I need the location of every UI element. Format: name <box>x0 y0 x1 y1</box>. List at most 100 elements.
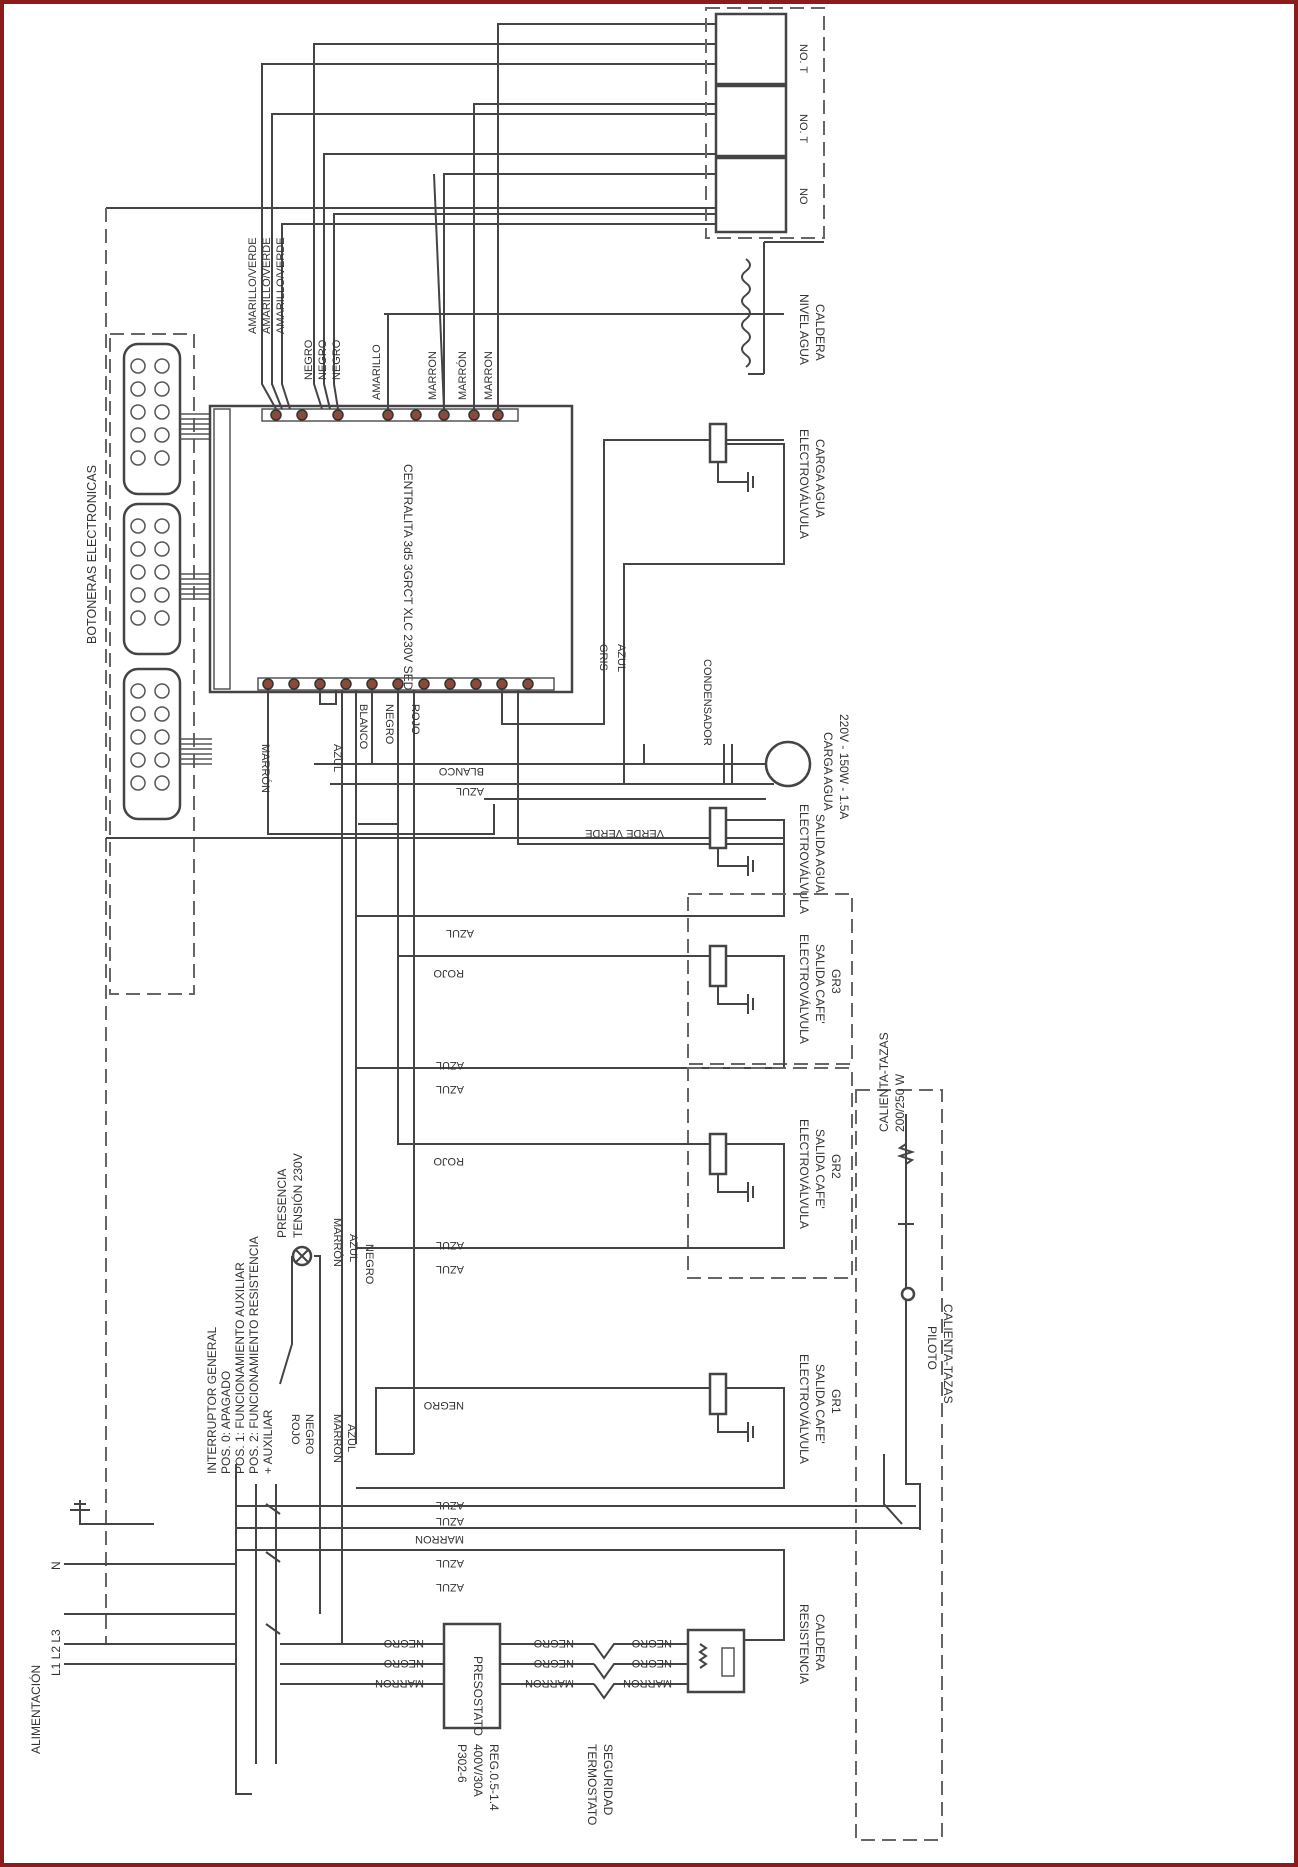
svg-text:ELECTROVÁLVULA: ELECTROVÁLVULA <box>797 804 812 914</box>
svg-text:POS. 0: APAGADO: POS. 0: APAGADO <box>219 1371 233 1474</box>
svg-text:MARRÓN: MARRÓN <box>331 1218 344 1267</box>
svg-text:NEGRO: NEGRO <box>317 339 329 380</box>
valve-gr3: ROJO AZUL AZUL ELECTROVÁLVULA SALIDA CAF… <box>356 934 843 1095</box>
svg-text:GR1: GR1 <box>829 1389 843 1414</box>
svg-text:NEGRO: NEGRO <box>631 1637 672 1649</box>
level-boxes: NO. T NO. T NO <box>714 12 809 234</box>
svg-text:SALIDA CAFE': SALIDA CAFE' <box>813 1129 827 1209</box>
valve-gr1: NEGRO AZUL ELECTROVÁLVULA SALIDA CAFE' G… <box>356 1354 843 1511</box>
svg-text:SALIDA AGUA: SALIDA AGUA <box>813 814 827 893</box>
svg-text:BLANCO: BLANCO <box>438 765 484 777</box>
svg-text:ROJO: ROJO <box>289 1414 301 1445</box>
svg-text:ALIMENTACIÓN: ALIMENTACIÓN <box>28 1665 43 1754</box>
svg-text:AZUL: AZUL <box>436 1083 464 1095</box>
svg-text:NEGRO: NEGRO <box>383 1637 424 1649</box>
svg-text:N: N <box>49 1561 63 1570</box>
svg-text:MARRON: MARRON <box>331 1414 343 1463</box>
svg-text:CALDERA: CALDERA <box>813 304 827 361</box>
svg-text:NO. T: NO. T <box>797 114 809 143</box>
cup-warmer: CALIENTA-TAZAS 200/250 W PILOTO CALIENTA… <box>877 1032 955 1530</box>
svg-text:POS. 1: FUNCIONAMIENTO AUXILIA: POS. 1: FUNCIONAMIENTO AUXILIAR <box>233 1262 247 1474</box>
ground-symbol <box>70 1500 154 1525</box>
valve-salida-agua: VERDE VERDE AZUL ELECTROVÁLVULA SALIDA A… <box>356 804 827 939</box>
svg-text:NEGRO: NEGRO <box>331 339 343 380</box>
controller-top-terminals <box>270 409 504 421</box>
svg-text:AZUL: AZUL <box>436 1515 464 1527</box>
heater: NEGRO NEGRO MARRON RESISTENCIA CALDERA <box>623 1604 827 1694</box>
svg-text:PRESENCIA: PRESENCIA <box>275 1169 289 1238</box>
svg-text:ELECTROVÁLVULA: ELECTROVÁLVULA <box>797 429 812 539</box>
svg-text:NO: NO <box>797 188 809 205</box>
svg-text:ELECTROVÁLVULA: ELECTROVÁLVULA <box>797 1119 812 1229</box>
svg-text:P302-6: P302-6 <box>455 1744 469 1783</box>
svg-text:AMARILLO: AMARILLO <box>371 344 383 400</box>
svg-text:AZUL: AZUL <box>446 927 474 939</box>
pressostat: PRESOSTATO NEGRO NEGRO MARRON NEGRO NEGR… <box>280 1622 594 1811</box>
svg-text:CARGA AGUA: CARGA AGUA <box>821 732 835 811</box>
svg-text:NEGRO: NEGRO <box>631 1657 672 1669</box>
svg-text:INTERRUPTOR GENERAL: INTERRUPTOR GENERAL <box>205 1327 219 1474</box>
level-boxes-dashed <box>705 7 825 239</box>
svg-text:SEGURIDAD: SEGURIDAD <box>601 1744 615 1816</box>
svg-text:400V/30A: 400V/30A <box>471 1744 485 1797</box>
svg-text:ROJO: ROJO <box>433 1155 464 1167</box>
svg-text:AMARILLO/VERDE: AMARILLO/VERDE <box>261 237 273 334</box>
svg-text:200/250 W: 200/250 W <box>893 1073 907 1132</box>
svg-text:SALIDA CAFE': SALIDA CAFE' <box>813 1364 827 1444</box>
svg-text:RESISTENCIA: RESISTENCIA <box>797 1604 811 1684</box>
svg-text:MARRÓN: MARRÓN <box>259 744 272 793</box>
switch-wire-labels: ROJO NEGRO MARRON AZUL MARRÓN AZUL NEGRO <box>289 1218 375 1463</box>
svg-text:NEGRO: NEGRO <box>383 1657 424 1669</box>
svg-text:TERMOSTATO: TERMOSTATO <box>585 1744 599 1825</box>
main-bus <box>236 1505 920 1641</box>
keypads-label: BOTONERAS ELECTRONICAS <box>85 465 99 644</box>
level-probe: NIVEL AGUA CALDERA <box>384 241 827 375</box>
svg-text:MARRON: MARRON <box>483 351 495 400</box>
svg-text:AZUL: AZUL <box>345 1424 357 1452</box>
gr2-dashed <box>687 1067 853 1279</box>
svg-text:CARGA AGUA: CARGA AGUA <box>813 439 827 518</box>
svg-text:ELECTROVÁLVULA: ELECTROVÁLVULA <box>797 1354 812 1464</box>
valve-carga-agua: ELECTROVÁLVULA CARGA AGUA <box>603 422 827 784</box>
pump: GRIS AZUL CONDENSADOR BLANCO AZUL CARGA … <box>314 644 851 819</box>
keypads-dashed-group <box>109 333 195 995</box>
keypad-3 <box>122 667 182 821</box>
top-wire-labels: AMARILLO/VERDE AMARILLO/VERDE AMARILLO/V… <box>247 237 495 400</box>
svg-text:GR3: GR3 <box>829 969 843 994</box>
svg-text:GR2: GR2 <box>829 1154 843 1179</box>
cup-warmer-dashed <box>855 1089 943 1841</box>
svg-text:NEGRO: NEGRO <box>383 704 395 745</box>
svg-text:AZUL: AZUL <box>436 1263 464 1275</box>
controller-bottom-labels: MARRÓN AZUL BLANCO NEGRO ROJO <box>259 704 421 793</box>
controller-box <box>208 404 574 694</box>
svg-text:POS. 2: FUNCIONAMIENTO RESISTE: POS. 2: FUNCIONAMIENTO RESISTENCIA <box>247 1236 261 1474</box>
svg-text:AZUL: AZUL <box>347 1234 359 1262</box>
svg-text:PILOTO: PILOTO <box>925 1326 939 1370</box>
keypad-ribbons <box>180 413 212 765</box>
svg-text:ROJO: ROJO <box>433 967 464 979</box>
svg-text:NEGRO: NEGRO <box>423 1399 464 1411</box>
svg-text:MARRON: MARRON <box>427 351 439 400</box>
svg-text:220V - 150W - 1.5A: 220V - 150W - 1.5A <box>837 714 851 819</box>
svg-text:ELECTROVÁLVULA: ELECTROVÁLVULA <box>797 934 812 1044</box>
svg-text:L1 L2 L3: L1 L2 L3 <box>49 1629 63 1676</box>
svg-text:MARRON: MARRON <box>415 1533 464 1545</box>
svg-text:NEGRO: NEGRO <box>303 1414 315 1455</box>
svg-text:TENSIÓN 230V: TENSIÓN 230V <box>290 1153 305 1238</box>
controller-bottom-terminals <box>262 678 534 690</box>
svg-text:NO. T: NO. T <box>797 44 809 73</box>
svg-text:NEGRO: NEGRO <box>363 1244 375 1285</box>
keypad-2 <box>122 502 182 656</box>
svg-text:AZUL: AZUL <box>615 644 627 672</box>
svg-text:AMARILLO/VERDE: AMARILLO/VERDE <box>247 237 259 334</box>
svg-text:MARRÓN: MARRÓN <box>456 351 469 400</box>
thermostat: TERMOSTATO SEGURIDAD <box>585 1643 688 1825</box>
svg-text:CALIENTA-TAZAS: CALIENTA-TAZAS <box>941 1304 955 1404</box>
main-switch: INTERRUPTOR GENERAL POS. 0: APAGADO POS.… <box>205 1236 281 1764</box>
svg-text:GRIS: GRIS <box>597 644 609 671</box>
svg-text:AZUL: AZUL <box>436 1059 464 1071</box>
svg-text:MARRON: MARRON <box>623 1677 672 1689</box>
svg-text:SALIDA CAFE': SALIDA CAFE' <box>813 944 827 1024</box>
svg-text:AZUL: AZUL <box>436 1239 464 1251</box>
